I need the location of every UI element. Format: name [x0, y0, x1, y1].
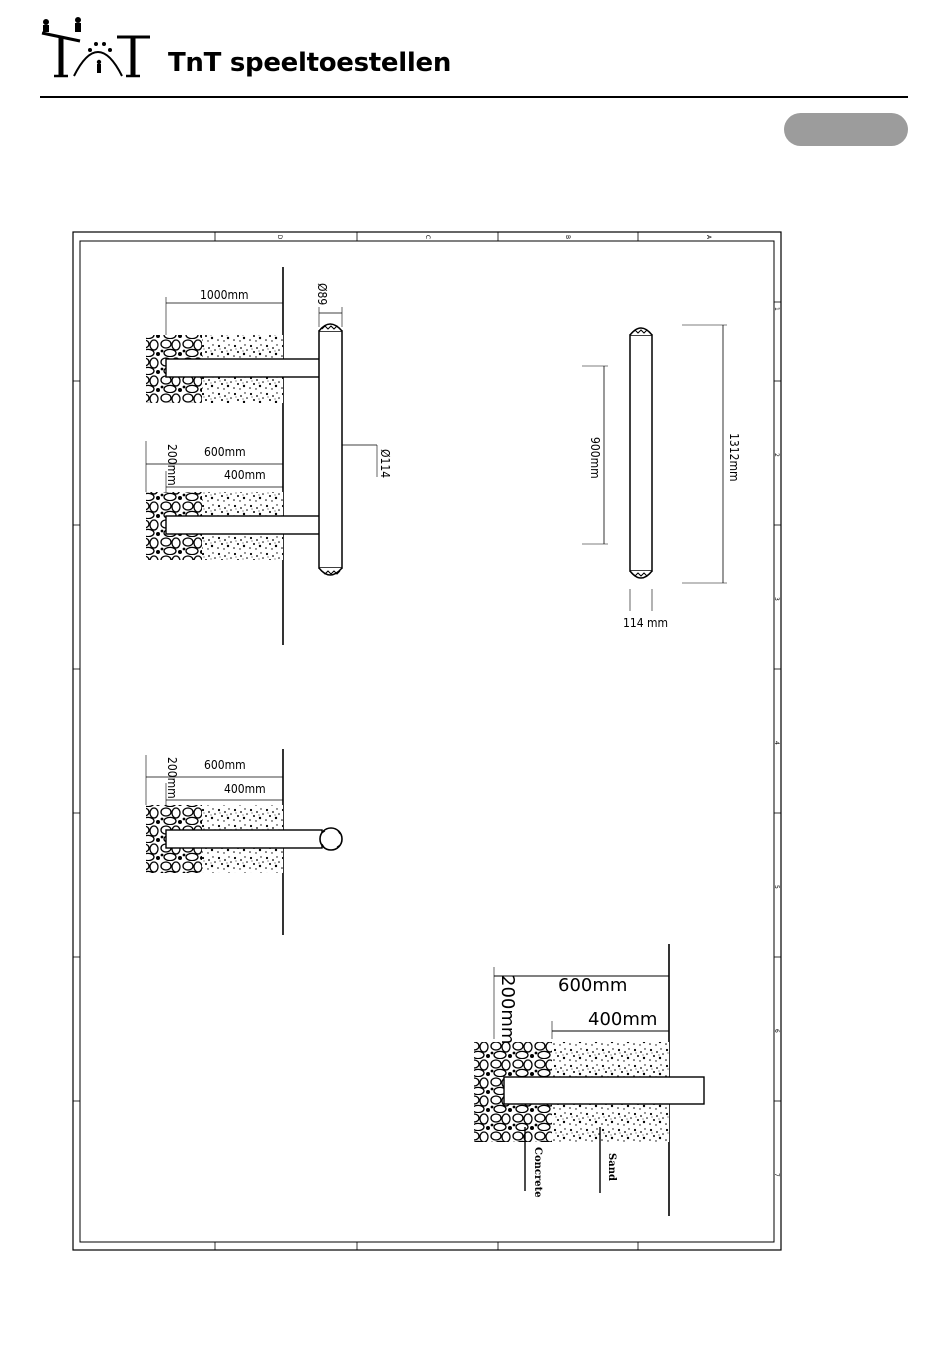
dimension-label: 600mm — [204, 445, 246, 459]
dimension-label: 900mm — [588, 437, 602, 479]
label-concrete: Concrete — [532, 1147, 543, 1198]
brand-name: TnT speeltoestellen — [168, 48, 451, 78]
front-view-post — [582, 325, 727, 611]
dimension-label: 400mm — [224, 782, 266, 796]
side-view-installation — [146, 267, 377, 645]
zone-label: A — [705, 235, 712, 240]
dimension-label: 200mm — [165, 444, 179, 486]
zone-label: 6 — [773, 1029, 780, 1033]
dimension-label: 1000mm — [200, 288, 249, 302]
dimension-label: Ø89 — [315, 283, 329, 305]
dimension-label: 600mm — [204, 758, 246, 772]
zone-label: 1 — [773, 307, 780, 311]
dimension-label: 600mm — [558, 975, 627, 996]
label-sand: Sand — [606, 1153, 617, 1181]
tnt-logo — [40, 16, 155, 82]
zone-label: 5 — [773, 885, 780, 889]
zone-label: 7 — [773, 1173, 780, 1177]
zone-label: B — [564, 235, 571, 239]
dimension-label: 400mm — [224, 468, 266, 482]
zone-label: 3 — [773, 597, 780, 601]
zone-label: 2 — [773, 453, 780, 457]
zone-label: 4 — [773, 741, 780, 745]
header-rule — [40, 96, 908, 98]
dimension-label: 200mm — [165, 757, 179, 799]
dimension-label: Ø114 — [378, 449, 392, 478]
dimension-label: 400mm — [588, 1009, 657, 1030]
page-badge — [784, 113, 908, 146]
dimension-label: 1312mm — [727, 433, 741, 482]
dimension-label: 114 mm — [623, 616, 668, 630]
zone-label: C — [424, 235, 431, 239]
dimension-label: 200mm — [497, 975, 518, 1044]
zone-label: D — [276, 235, 283, 240]
technical-drawing: D C B A 1 2 3 4 5 6 7 — [72, 231, 782, 1251]
